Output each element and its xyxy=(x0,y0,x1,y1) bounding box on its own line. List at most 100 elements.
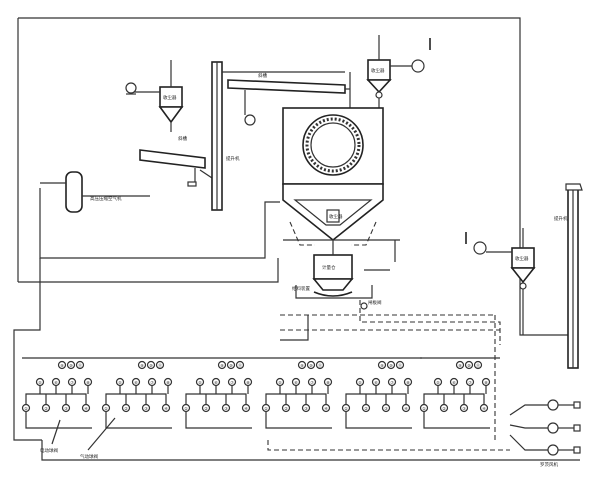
valve-num: ⑤ xyxy=(278,380,282,385)
valve-num: ① xyxy=(104,406,108,411)
valve-num: ④ xyxy=(404,406,408,411)
valve-num: ② xyxy=(284,406,288,411)
valve-label: 闸板阀 xyxy=(368,299,382,306)
valve-num: ② xyxy=(124,406,128,411)
valve-num: ② xyxy=(364,406,368,411)
metering-bin-label: 计量仓 xyxy=(322,264,336,271)
valve-num: ④ xyxy=(244,406,248,411)
compressed-air-label: 高压压缩空气机 xyxy=(90,195,122,202)
valve-group: ⑨ ⑩ ⑪ ⑤ ⑥ ⑦ ⑧ ① ② ③ ④ xyxy=(21,357,102,429)
valve-num: ⑦ xyxy=(390,380,394,385)
valve-num: ⑦ xyxy=(468,380,472,385)
valve-num: ⑦ xyxy=(230,380,234,385)
valve-num: ④ xyxy=(84,406,88,411)
valve-num: ⑦ xyxy=(150,380,154,385)
valve-groups: ⑨ ⑩ ⑪ ⑤ ⑥ ⑦ ⑧ ① ② ③ ④ ⑨ ⑩ ⑪ ⑤ ⑥ ⑦ ⑧ ① xyxy=(21,357,500,429)
valve-num: ⑧ xyxy=(86,380,90,385)
pneumatic-valve-label: 气动球阀 xyxy=(80,453,98,460)
elevator-label-2: 提升机 xyxy=(554,215,568,222)
main-piping xyxy=(13,17,580,461)
valve-num: ⑤ xyxy=(358,380,362,385)
valve-num: ⑧ xyxy=(484,380,488,385)
roots-blower-label: 罗茨风机 xyxy=(540,461,558,468)
valve-num: ② xyxy=(442,406,446,411)
valve-num: ③ xyxy=(144,406,148,411)
valve-num: ⑪ xyxy=(238,362,242,368)
valve-num: ⑨ xyxy=(220,363,224,368)
valve-num: ⑤ xyxy=(436,380,440,385)
dust-collector-label-2: 收尘器 xyxy=(371,67,385,74)
valve-num: ① xyxy=(344,406,348,411)
valve-num: ⑩ xyxy=(389,363,393,368)
valve-num: ⑨ xyxy=(60,363,64,368)
valve-num: ⑨ xyxy=(380,363,384,368)
bucket-elevator-2: 提升机 xyxy=(554,183,583,369)
valve-num: ③ xyxy=(384,406,388,411)
valve-num: ⑧ xyxy=(166,380,170,385)
valve-num: ① xyxy=(24,406,28,411)
valve-num: ⑥ xyxy=(452,380,456,385)
valve-num: ① xyxy=(184,406,188,411)
valve-num: ⑥ xyxy=(134,380,138,385)
valve-num: ⑤ xyxy=(198,380,202,385)
valve-num: ⑤ xyxy=(38,380,42,385)
valve-num: ② xyxy=(44,406,48,411)
valve-num: ⑥ xyxy=(54,380,58,385)
valve-num: ⑦ xyxy=(70,380,74,385)
valve-num: ⑧ xyxy=(326,380,330,385)
valve-num: ⑪ xyxy=(78,362,82,368)
valve-num: ④ xyxy=(164,406,168,411)
valve-num: ⑨ xyxy=(458,363,462,368)
valve-num: ⑩ xyxy=(229,363,233,368)
valve-num: ③ xyxy=(304,406,308,411)
elevator-label-1: 提升机 xyxy=(226,155,240,162)
dust-collector-left: 收尘器 斜槽 xyxy=(125,60,213,200)
valve-num: ⑩ xyxy=(69,363,73,368)
legend-callouts: 电动球阀 气动球阀 xyxy=(40,417,116,460)
valve-num: ② xyxy=(204,406,208,411)
grinding-mill: 收尘器 xyxy=(282,107,400,262)
valve-num: ⑪ xyxy=(158,362,162,368)
valve-num: ③ xyxy=(224,406,228,411)
valve-num: ⑨ xyxy=(140,363,144,368)
valve-num: ③ xyxy=(64,406,68,411)
feeder-label: 给料装置 xyxy=(292,285,310,292)
valve-num: ⑪ xyxy=(398,362,402,368)
valve-num: ⑧ xyxy=(406,380,410,385)
valve-num: ④ xyxy=(324,406,328,411)
valve-num: ④ xyxy=(482,406,486,411)
valve-num: ⑥ xyxy=(214,380,218,385)
valve-num: ⑨ xyxy=(300,363,304,368)
valve-num: ⑥ xyxy=(294,380,298,385)
dust-collector-label-3: 收尘器 xyxy=(329,213,343,220)
dust-collector-label-4: 收尘器 xyxy=(515,255,529,262)
dust-collector-right: 收尘器 xyxy=(465,228,536,335)
valve-num: ⑪ xyxy=(318,362,322,368)
valve-group: ⑨ ⑩ ⑪ ⑤ ⑥ ⑦ ⑧ ① ② ③ ④ xyxy=(341,357,422,429)
valve-num: ⑩ xyxy=(309,363,313,368)
metering-bin: 计量仓 给料装置 闸板阀 xyxy=(292,240,390,310)
valve-group: ⑨ ⑩ ⑪ ⑤ ⑥ ⑦ ⑧ ① ② ③ ④ xyxy=(419,357,500,429)
valve-group: ⑨ ⑩ ⑪ ⑤ ⑥ ⑦ ⑧ ① ② ③ ④ xyxy=(181,357,262,429)
valve-num: ⑩ xyxy=(149,363,153,368)
valve-num: ⑥ xyxy=(374,380,378,385)
valve-num: ⑤ xyxy=(118,380,122,385)
compressed-air-tank: 高压压缩空气机 xyxy=(40,171,150,213)
valve-num: ⑩ xyxy=(467,363,471,368)
valve-num: ⑦ xyxy=(310,380,314,385)
valve-num: ⑪ xyxy=(476,362,480,368)
screw-label-left: 斜槽 xyxy=(178,135,187,142)
valve-num: ⑧ xyxy=(246,380,250,385)
valve-num: ① xyxy=(422,406,426,411)
dust-collector-top-right: 收尘器 xyxy=(345,35,431,108)
valve-num: ③ xyxy=(462,406,466,411)
screw-conveyor-top: 斜槽 xyxy=(222,71,346,126)
valve-num: ① xyxy=(264,406,268,411)
manual-valve-label: 电动球阀 xyxy=(40,447,58,454)
valve-group: ⑨ ⑩ ⑪ ⑤ ⑥ ⑦ ⑧ ① ② ③ ④ xyxy=(101,357,182,429)
roots-blowers: 罗茨风机 xyxy=(509,399,581,468)
screw-label-top: 斜槽 xyxy=(258,72,267,79)
bucket-elevator-1: 提升机 xyxy=(211,61,240,211)
dust-collector-label: 收尘器 xyxy=(163,94,177,101)
